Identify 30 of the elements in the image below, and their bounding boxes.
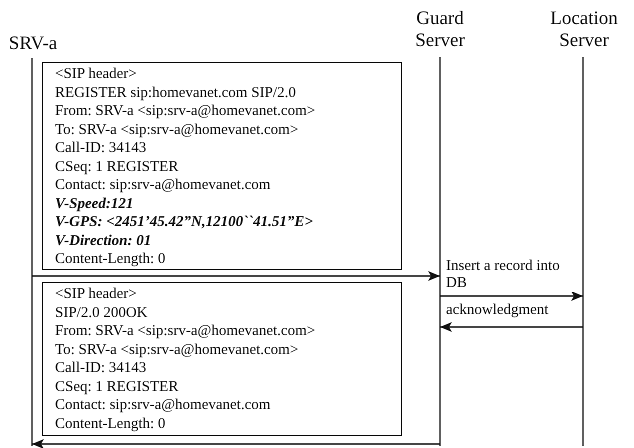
message-arrow [440,291,583,301]
message-arrow [32,271,440,281]
header-line: Contact: sip:srv-a@homevanet.com [55,176,272,194]
header-line: To: SRV-a <sip:srv-a@homevanet.com> [55,120,300,139]
header-line: CSeq: 1 REGISTER [55,158,180,176]
header-line: Call-ID: 34143 [55,359,148,378]
message-arrow [32,439,440,448]
header-line: V-GPS: <2451’45.42”N,12100``41.51”E> [55,213,314,232]
participant-label: Guard Server [414,8,466,52]
header-line: To: SRV-a <sip:srv-a@homevanet.com> [55,340,300,359]
header-line: <SIP header> [55,285,138,304]
edge-label: Insert a record into DB [446,258,576,292]
header-line: <SIP header> [55,65,138,84]
header-line: From: SRV-a <sip:srv-a@homevanet.com> [55,322,316,340]
header-line: Call-ID: 34143 [55,139,148,158]
participant-label: SRV-a [8,33,58,55]
header-line: V-Direction: 01 [55,232,152,250]
header-line: From: SRV-a <sip:srv-a@homevanet.com> [55,102,316,120]
header-line: Content-Length: 0 [55,250,166,268]
header-line: CSeq: 1 REGISTER [55,378,180,396]
header-line: REGISTER sip:homevanet.com SIP/2.0 [55,84,297,102]
message-box [42,62,402,270]
edge-label: acknowledgment [446,302,548,319]
header-line: Content-Length: 0 [55,414,166,433]
header-line: SIP/2.0 200OK [55,304,149,322]
message-arrow [440,322,583,332]
participant-label: Location Server [549,8,619,52]
header-line: V-Speed:121 [55,194,134,213]
header-line: Contact: sip:srv-a@homevanet.com [55,396,272,414]
message-box [42,282,402,436]
